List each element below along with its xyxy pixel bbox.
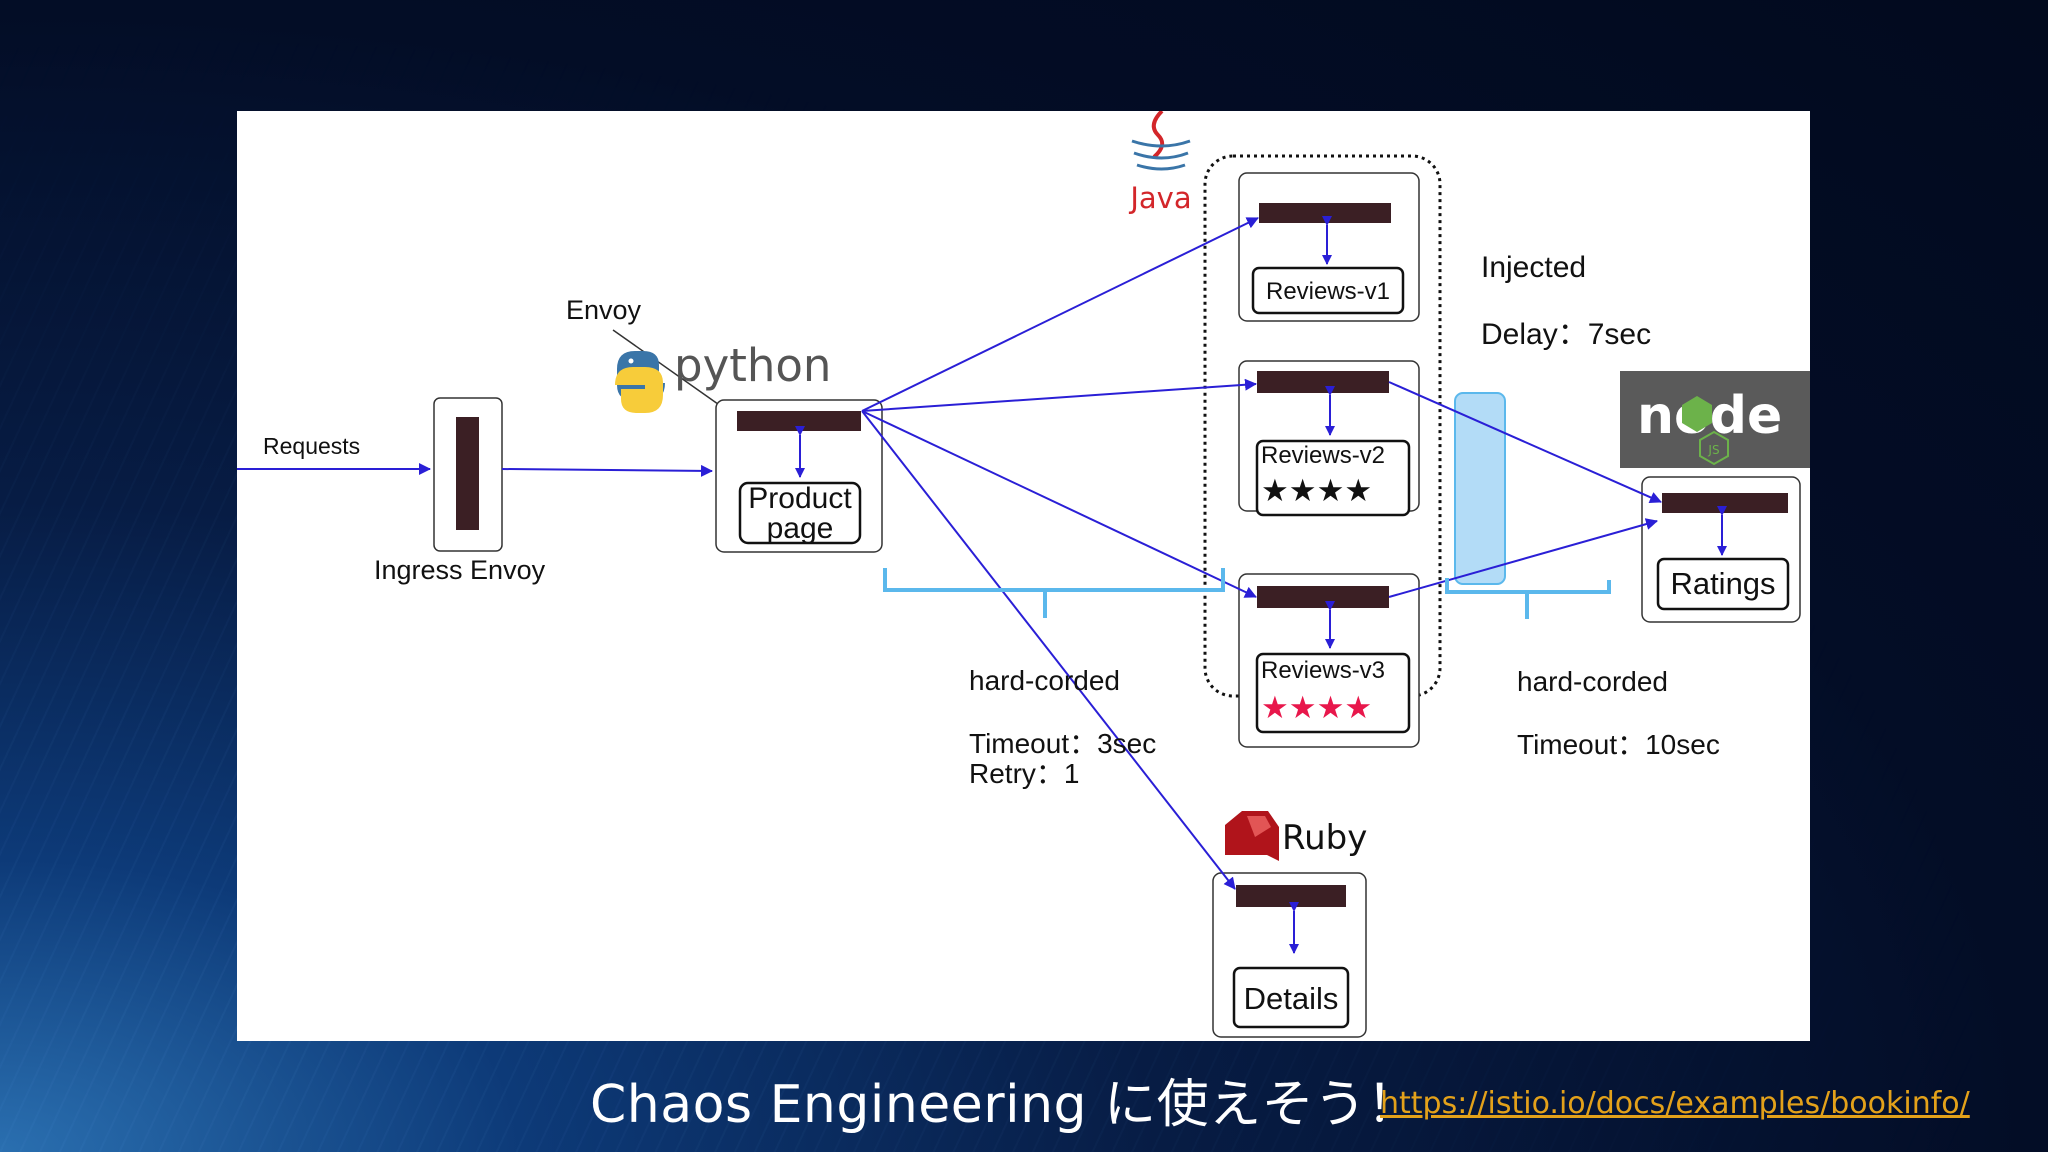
product-to-reviews-v1-arrow <box>861 217 1259 412</box>
slide-footer-title: Chaos Engineering に使えそう！ <box>590 1075 1420 1135</box>
python-logo: python <box>615 339 831 413</box>
ruby-logo-text: Ruby <box>1282 818 1367 858</box>
left-retry-label: Retry：1 <box>969 758 1079 789</box>
injected-label: Injected <box>1481 251 1586 284</box>
architecture-diagram: Requests Ingress Envoy Envoy python Prod… <box>237 111 1810 1038</box>
ratings-node: Ratings <box>1641 476 1801 623</box>
product-to-details-arrow <box>861 410 1236 890</box>
ratings-label: Ratings <box>1670 566 1775 601</box>
right-hard-coded-label: hard-corded <box>1517 666 1668 697</box>
product-to-reviews-v3-arrow <box>861 410 1257 598</box>
injected-delay-box <box>1454 392 1506 585</box>
left-timeout-label: Timeout：3sec <box>969 728 1156 759</box>
reviews-v1-node: Reviews-v1 <box>1238 172 1420 322</box>
diagram-panel: Requests Ingress Envoy Envoy python Prod… <box>237 111 1810 1041</box>
reviews-v3-red-stars: ★★★★ <box>1261 690 1372 726</box>
product-outbound-arrows <box>861 217 1662 890</box>
left-timeout-brace <box>883 568 1225 618</box>
nodejs-logo: node JS <box>1620 371 1810 468</box>
reviews-v2-to-ratings-arrow <box>1388 381 1662 504</box>
ratings-sidecar <box>1662 493 1788 513</box>
bookinfo-docs-link[interactable]: https://istio.io/docs/examples/bookinfo/ <box>1380 1086 1970 1121</box>
reviews-v3-sidecar <box>1257 586 1389 608</box>
details-label: Details <box>1244 981 1339 1016</box>
java-logo: Java <box>1128 111 1192 215</box>
reviews-v3-label: Reviews-v3 <box>1261 657 1385 684</box>
ingress-to-product-arrow <box>501 464 713 477</box>
right-timeout-brace <box>1445 578 1611 619</box>
details-node: Details <box>1212 872 1367 1038</box>
right-timeout-label: Timeout：10sec <box>1517 729 1720 760</box>
envoy-label: Envoy <box>566 295 642 325</box>
reviews-v2-black-stars: ★★★★ <box>1261 473 1372 509</box>
reviews-v1-sidecar <box>1259 203 1391 223</box>
requests-label: Requests <box>263 433 360 459</box>
product-page-label-line2: page <box>767 512 834 545</box>
ingress-sidecar <box>456 417 479 530</box>
ingress-envoy-node <box>433 397 503 552</box>
reviews-v3-node: Reviews-v3 ★★★★ <box>1238 573 1420 748</box>
reviews-v2-node: Reviews-v2 ★★★★ <box>1238 360 1420 517</box>
ruby-logo: Ruby <box>1225 811 1367 861</box>
ingress-envoy-label: Ingress Envoy <box>374 555 546 585</box>
delay-label: Delay：7sec <box>1481 318 1651 351</box>
product-page-label-line1: Product <box>748 482 852 515</box>
product-page-node: Product page <box>715 399 883 553</box>
reviews-v2-sidecar <box>1257 371 1389 393</box>
reviews-v3-to-ratings-arrow <box>1388 518 1658 598</box>
product-sidecar <box>737 411 861 431</box>
product-to-reviews-v2-arrow <box>861 378 1257 412</box>
reviews-v1-label: Reviews-v1 <box>1266 278 1390 305</box>
python-logo-text: python <box>674 339 831 392</box>
details-sidecar <box>1236 885 1346 907</box>
left-hard-coded-label: hard-corded <box>969 665 1120 696</box>
reviews-v2-label: Reviews-v2 <box>1261 442 1385 469</box>
java-logo-text: Java <box>1128 181 1191 215</box>
nodejs-js-text: JS <box>1707 443 1719 457</box>
